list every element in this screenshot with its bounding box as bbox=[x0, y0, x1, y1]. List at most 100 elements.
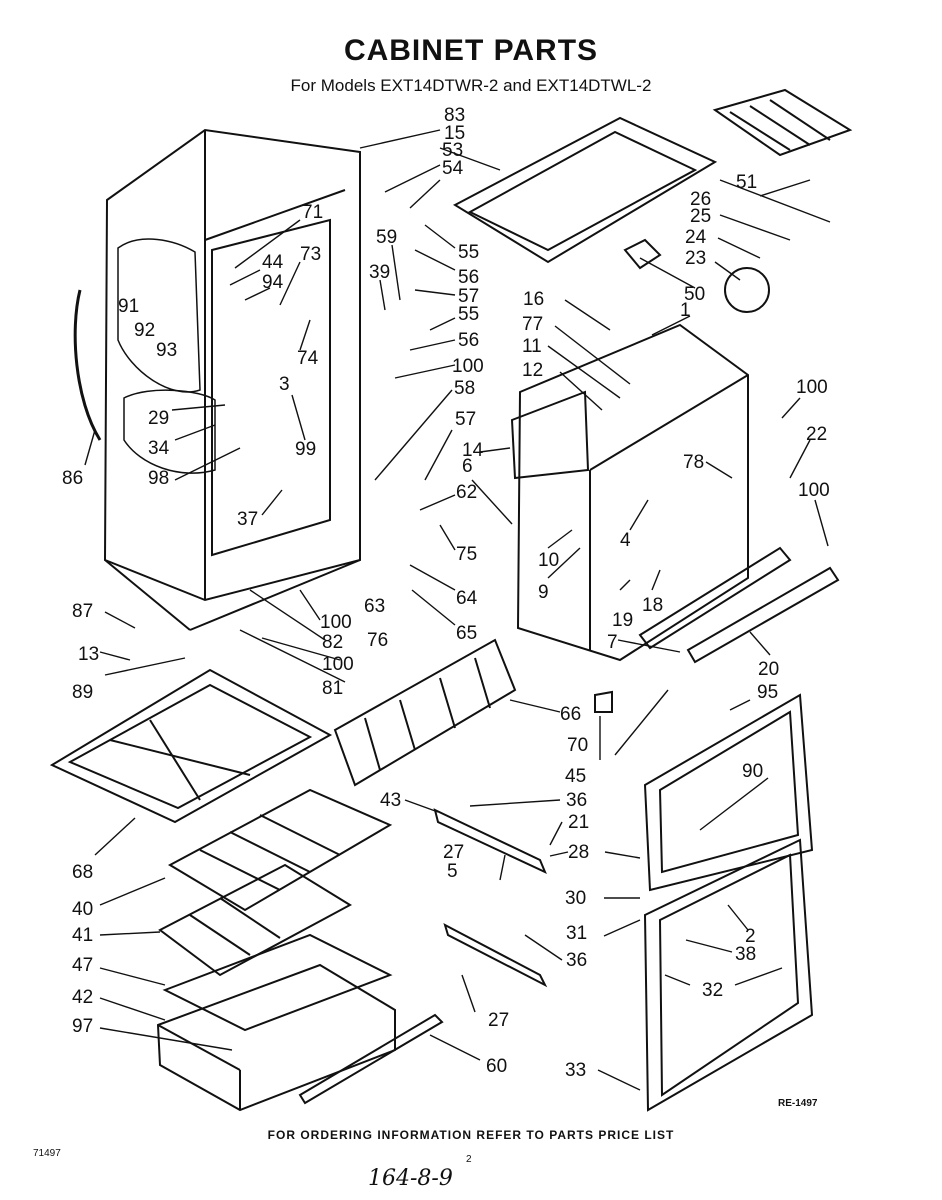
part-label-34: 34 bbox=[148, 438, 170, 459]
part-label-57: 57 bbox=[455, 409, 476, 430]
part-label-81: 81 bbox=[322, 678, 343, 699]
part-label-22: 22 bbox=[806, 424, 827, 445]
part-label-7: 7 bbox=[607, 632, 618, 653]
part-label-74: 74 bbox=[297, 348, 319, 369]
part-label-32: 32 bbox=[702, 980, 723, 1001]
part-label-92: 92 bbox=[134, 320, 155, 341]
part-label-24: 24 bbox=[685, 227, 707, 248]
grille bbox=[333, 638, 517, 787]
part-label-41: 41 bbox=[72, 925, 93, 946]
part-label-97: 97 bbox=[72, 1016, 93, 1037]
part-label-31: 31 bbox=[566, 923, 587, 944]
part-label-71: 71 bbox=[302, 202, 323, 223]
part-label-26: 26 bbox=[690, 189, 711, 210]
part-label-10: 10 bbox=[538, 550, 559, 571]
part-label-95: 95 bbox=[757, 682, 778, 703]
part-label-12: 12 bbox=[522, 360, 543, 381]
freezer-door-gasket bbox=[643, 693, 814, 892]
part-label-100: 100 bbox=[320, 612, 352, 633]
part-label-23: 23 bbox=[685, 248, 706, 269]
part-label-94: 94 bbox=[262, 272, 284, 293]
part-label-56: 56 bbox=[458, 330, 479, 351]
part-label-25: 25 bbox=[690, 206, 711, 227]
part-label-50: 50 bbox=[684, 284, 705, 305]
part-label-100: 100 bbox=[796, 377, 828, 398]
hinge-43 bbox=[433, 808, 547, 874]
wire-shelf-41 bbox=[158, 863, 353, 977]
part-label-93: 93 bbox=[156, 340, 177, 361]
part-label-36: 36 bbox=[566, 790, 587, 811]
part-label-39: 39 bbox=[369, 262, 390, 283]
part-label-78: 78 bbox=[683, 452, 704, 473]
page-title: CABINET PARTS bbox=[343, 34, 599, 67]
part-label-62: 62 bbox=[456, 482, 477, 503]
part-label-38: 38 bbox=[735, 944, 756, 965]
ice-tray bbox=[712, 88, 853, 157]
freezer-shelf bbox=[452, 116, 718, 264]
part-label-59: 59 bbox=[376, 227, 397, 248]
part-label-5: 5 bbox=[447, 861, 458, 882]
part-label-60: 60 bbox=[486, 1056, 507, 1077]
part-label-20: 20 bbox=[758, 659, 779, 680]
rail-20 bbox=[686, 566, 840, 664]
part-label-33: 33 bbox=[565, 1060, 586, 1081]
fresh-food-door-gasket bbox=[643, 838, 814, 1112]
part-label-73: 73 bbox=[300, 244, 321, 265]
part-label-99: 99 bbox=[295, 439, 316, 460]
catalog-code: 71497 bbox=[33, 1148, 61, 1159]
part-label-75: 75 bbox=[456, 544, 477, 565]
power-cord bbox=[73, 289, 102, 441]
part-label-45: 45 bbox=[565, 766, 586, 787]
part-label-19: 19 bbox=[612, 610, 633, 631]
part-label-64: 64 bbox=[456, 588, 478, 609]
fresh-food-liner bbox=[510, 323, 749, 662]
part-label-42: 42 bbox=[72, 987, 93, 1008]
part-label-3: 3 bbox=[279, 374, 290, 395]
part-label-27: 27 bbox=[443, 842, 464, 863]
part-label-4: 4 bbox=[620, 530, 631, 551]
part-label-9: 9 bbox=[538, 582, 549, 603]
part-label-100: 100 bbox=[452, 356, 484, 377]
part-label-57: 57 bbox=[458, 286, 479, 307]
page-number: 2 bbox=[466, 1154, 472, 1165]
part-label-16: 16 bbox=[523, 289, 544, 310]
part-label-11: 11 bbox=[522, 336, 542, 357]
reference-number: RE-1497 bbox=[778, 1098, 818, 1109]
fan-23 bbox=[724, 267, 770, 313]
part-label-89: 89 bbox=[72, 682, 93, 703]
wire-shelf-40 bbox=[167, 788, 393, 912]
part-label-36: 36 bbox=[566, 950, 587, 971]
part-label-53: 53 bbox=[442, 140, 463, 161]
part-label-82: 82 bbox=[322, 632, 343, 653]
part-label-83: 83 bbox=[444, 105, 465, 126]
part-label-100: 100 bbox=[798, 480, 830, 501]
part-label-27: 27 bbox=[488, 1010, 509, 1031]
main-cabinet bbox=[103, 128, 361, 631]
part-label-87: 87 bbox=[72, 601, 93, 622]
part-label-58: 58 bbox=[454, 378, 475, 399]
part-label-68: 68 bbox=[72, 862, 93, 883]
part-label-40: 40 bbox=[72, 899, 93, 920]
part-label-90: 90 bbox=[742, 761, 763, 782]
part-label-44: 44 bbox=[262, 252, 284, 273]
part-label-43: 43 bbox=[380, 790, 401, 811]
part-label-66: 66 bbox=[560, 704, 581, 725]
part-label-70: 70 bbox=[567, 735, 588, 756]
part-label-86: 86 bbox=[62, 468, 83, 489]
hinge-5 bbox=[443, 923, 548, 988]
part-label-18: 18 bbox=[642, 595, 663, 616]
bracket-70 bbox=[594, 690, 613, 713]
drain-pan bbox=[49, 668, 333, 824]
part-label-6: 6 bbox=[462, 456, 473, 477]
drawer-trim bbox=[298, 1013, 444, 1105]
part-label-2: 2 bbox=[745, 926, 756, 947]
part-label-54: 54 bbox=[442, 158, 464, 179]
part-label-14: 14 bbox=[462, 440, 484, 461]
part-label-28: 28 bbox=[568, 842, 589, 863]
bracket-50 bbox=[623, 238, 662, 270]
part-label-91: 91 bbox=[118, 296, 139, 317]
part-label-13: 13 bbox=[78, 644, 99, 665]
part-label-1: 1 bbox=[680, 300, 691, 321]
part-label-47: 47 bbox=[72, 955, 93, 976]
